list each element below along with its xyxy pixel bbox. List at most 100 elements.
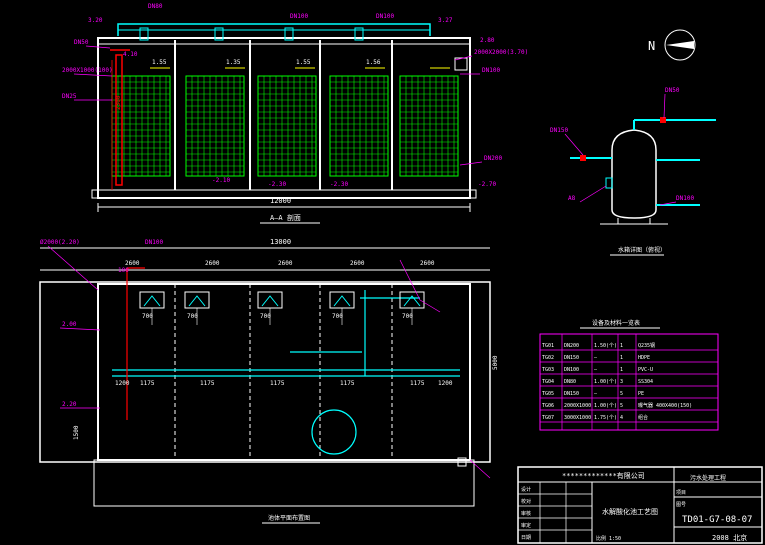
legend-cell: DN100 xyxy=(564,367,579,373)
bay-elev: 1.55 xyxy=(296,59,311,66)
right-label: DN200 xyxy=(484,155,502,162)
well-circle xyxy=(311,409,357,455)
elev-right1: 2.80 xyxy=(480,37,495,44)
section-aa: 2300 3.20 3.27 2.80 -2.70 -2.10 -2.30 -2… xyxy=(62,3,528,224)
legend-cell: 3000X1000 xyxy=(564,415,591,421)
plan-unit: 700 xyxy=(139,291,165,325)
plan-top-dim: 2600 xyxy=(350,260,365,267)
plan-callout: 2.00 xyxy=(62,321,77,328)
tank-label: DN50 xyxy=(665,87,680,94)
legend-cell: DN200 xyxy=(564,343,579,349)
unit-label: 700 xyxy=(332,313,343,320)
tank-detail: DN50 DN150 DN100 A8 水箱详图（俯视） xyxy=(550,87,716,256)
legend-cell: TG03 xyxy=(542,367,554,373)
legend-cell: 5 xyxy=(620,391,623,397)
elev-bottom-mid1: -2.10 xyxy=(212,177,230,184)
tb-drawing-name: 水解酸化池工艺图 xyxy=(602,507,658,516)
tb-date: 2008 北京 xyxy=(712,533,747,542)
unit-label: 700 xyxy=(402,313,413,320)
media-block xyxy=(111,75,171,177)
tb-small: 校对 xyxy=(521,498,531,505)
legend-cell: TG05 xyxy=(542,391,554,397)
legend-cell: 1.75(个) xyxy=(594,415,617,421)
plan-title: 池体平面布置图 xyxy=(268,514,310,522)
plan-side-dim: 1200 xyxy=(115,380,130,387)
bay-elev: 1.55 xyxy=(152,59,167,66)
plan-callout: DN100 xyxy=(145,239,163,246)
media-block xyxy=(257,75,317,177)
legend-cell: 3 xyxy=(620,379,623,385)
tb-small: 审核 xyxy=(521,510,531,517)
bay-elev: 1.56 xyxy=(366,59,381,66)
plan-unit: 700 xyxy=(399,291,425,325)
tb-small: 审定 xyxy=(521,522,531,529)
legend-cell: TG02 xyxy=(542,355,554,361)
unit-label: 700 xyxy=(260,313,271,320)
legend-cell: PVC-U xyxy=(638,367,653,373)
tank-label: DN100 xyxy=(676,195,694,202)
legend-cell: 1 xyxy=(620,355,623,361)
north-label: N xyxy=(648,39,655,53)
elev-bottom-mid2: -2.30 xyxy=(268,181,286,188)
legend-cell: — xyxy=(594,355,598,361)
vert-dim: 2300 xyxy=(115,95,122,110)
elev-top: 3.20 xyxy=(88,17,103,24)
plan-left-dim: 1500 xyxy=(73,425,80,440)
title-block: *************有限公司 污水处理工程 水解酸化池工艺图 TD01-G… xyxy=(517,466,763,544)
legend-cell: 4 xyxy=(620,415,623,421)
unit-label: 700 xyxy=(142,313,153,320)
top-pipe xyxy=(117,23,431,41)
plan-top-dim: 2600 xyxy=(420,260,435,267)
plan-callout: 100 xyxy=(118,267,129,274)
left-label: DN50 xyxy=(74,39,89,46)
media-block xyxy=(185,75,245,177)
legend-cell: TG07 xyxy=(542,415,554,421)
left-label: DN25 xyxy=(62,93,77,100)
plan-unit: 700 xyxy=(329,291,355,325)
legend-cell: PE xyxy=(638,391,644,397)
tb-scale: 比例 1:50 xyxy=(596,535,621,542)
tank-title: 水箱详图（俯视） xyxy=(618,246,666,254)
top-pipe-label: DN100 xyxy=(290,13,308,20)
legend-cell: — xyxy=(594,391,598,397)
legend-cell: 5 xyxy=(620,403,623,409)
total-width: 12000 xyxy=(270,197,291,205)
filter-media xyxy=(111,75,459,177)
top-pipe-label: DN100 xyxy=(376,13,394,20)
legend-cell: 1.00(个) xyxy=(594,403,617,409)
plan-top-dim: 2600 xyxy=(125,260,140,267)
elev-top-right: 3.27 xyxy=(438,17,453,24)
elev-bottom-right: -2.70 xyxy=(478,181,496,188)
unit-label: 700 xyxy=(187,313,198,320)
legend-cell: HDPE xyxy=(638,355,650,361)
legend-cell: 1 xyxy=(620,367,623,373)
legend-cell: 1.00(个) xyxy=(594,379,617,385)
elev-small-left: 4.10 xyxy=(123,51,138,58)
legend-cell: TG06 xyxy=(542,403,554,409)
tank-label: A8 xyxy=(568,195,576,202)
plan-right-dim: 5000 xyxy=(492,355,499,370)
legend-cell: DN80 xyxy=(564,379,576,385)
legend-cell: SS304 xyxy=(638,379,653,385)
legend-cell: 2000X1000 xyxy=(564,403,591,409)
plan-callout: Ø2000(2.20) xyxy=(40,239,80,246)
legend-cell: 曝气器 400X400(150) xyxy=(638,402,692,409)
plan-mid-dim: 1175 xyxy=(340,380,355,387)
plan-top-dim: 2600 xyxy=(278,260,293,267)
tb-small: 日期 xyxy=(521,535,531,541)
tb-project: 污水处理工程 xyxy=(690,474,726,482)
plan-total-width: 13000 xyxy=(270,238,291,246)
tb-col-label: 项目 xyxy=(676,490,686,496)
section-title: A—A 剖面 xyxy=(270,213,301,222)
tank-base xyxy=(91,189,477,199)
plan-unit: 700 xyxy=(257,291,283,325)
